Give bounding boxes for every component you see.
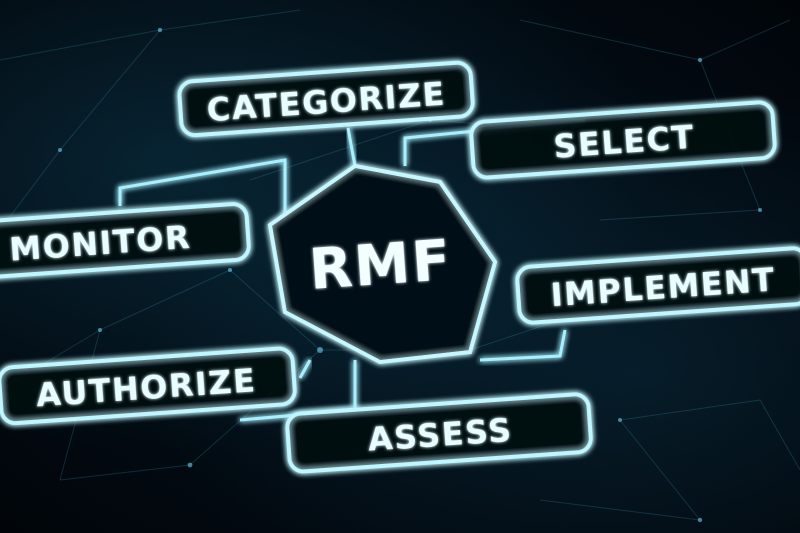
step-authorize: AUTHORIZE	[0, 346, 297, 426]
rmf-hexagon: RMF	[267, 163, 498, 365]
step-categorize: CATEGORIZE	[177, 60, 475, 138]
center-label: RMF	[307, 228, 454, 303]
connector-authorize-stub	[298, 359, 312, 379]
step-assess: ASSESS	[285, 392, 593, 474]
step-select: SELECT	[469, 100, 777, 180]
step-implement: IMPLEMENT	[515, 246, 800, 325]
connector-monitor	[118, 158, 287, 220]
step-monitor: MONITOR	[0, 202, 251, 279]
connector-implement-lower	[479, 329, 567, 362]
connector-categorize	[346, 127, 357, 167]
